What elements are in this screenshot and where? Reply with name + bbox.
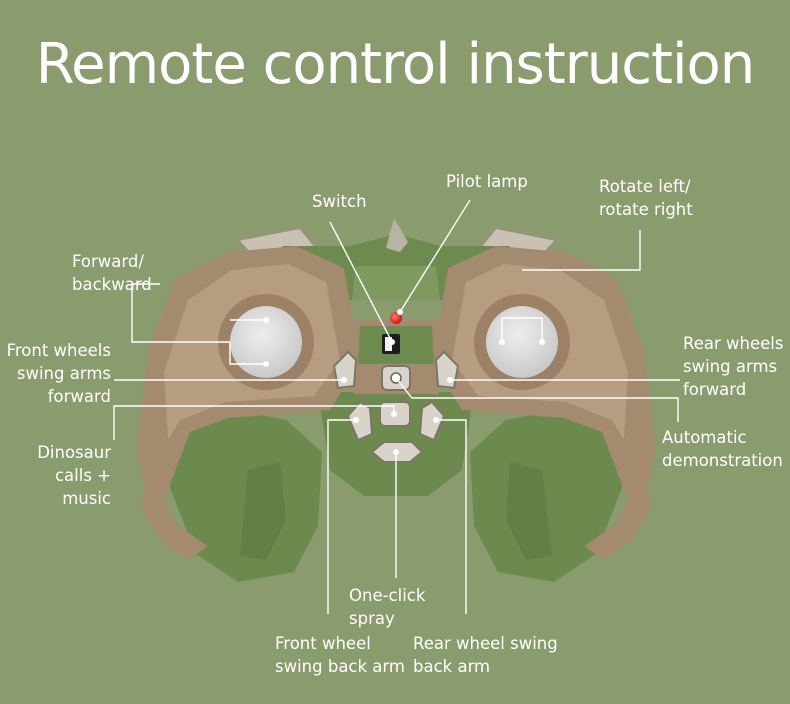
rear-wheel-back-button[interactable] [418, 400, 446, 442]
label-pilot-lamp: Pilot lamp [446, 172, 528, 191]
label-front-wheel-back: Front wheel swing back arm [275, 634, 405, 676]
dinosaur-horn-icon [386, 218, 408, 252]
label-rear-wheels-forward: Rear wheels swing arms forward [683, 334, 784, 399]
leader-line-pilot-lamp [399, 199, 471, 313]
leader-line-rotate [522, 230, 641, 271]
page-title: Remote control instruction [35, 32, 756, 97]
front-wheels-forward-button[interactable] [332, 350, 358, 390]
left-joystick[interactable] [230, 306, 302, 378]
leader-line-dinosaur [113, 405, 395, 440]
leader-line-switch [329, 221, 393, 343]
right-grip [470, 410, 622, 582]
right-joystick[interactable] [486, 306, 558, 378]
label-switch: Switch [312, 192, 367, 211]
front-wheel-back-button[interactable] [346, 400, 374, 442]
leader-line-forward-backward [131, 283, 230, 343]
leader-line-front-back [327, 419, 356, 614]
leader-line-automatic [395, 377, 679, 422]
leader-line-rear-back [436, 419, 467, 614]
label-rear-wheel-back: Rear wheel swing back arm [413, 634, 558, 676]
label-front-wheels-forward: Front wheels swing arms forward [6, 341, 111, 406]
label-one-click-spray: One-click spray [349, 586, 426, 628]
label-dinosaur-calls: Dinosaur calls + music [37, 443, 111, 508]
pilot-lamp-icon [390, 312, 402, 324]
label-rotate: Rotate left/ rotate right [599, 177, 693, 219]
label-automatic-demo: Automatic demonstration [662, 428, 783, 470]
label-forward-backward: Forward/ backward [72, 252, 152, 294]
